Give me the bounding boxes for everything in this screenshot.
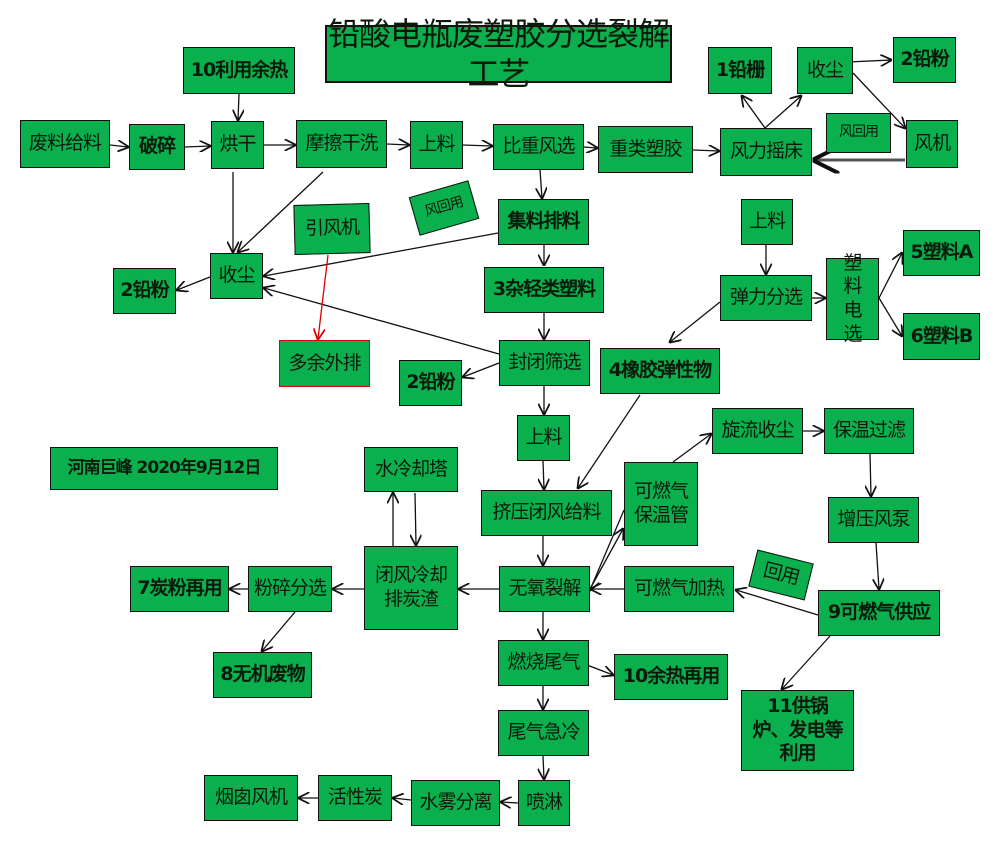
node-lead-powder-mid: 2铅粉 xyxy=(399,360,462,406)
node-load3: 上料 xyxy=(517,415,570,461)
flow-arrow xyxy=(878,253,902,299)
node-air-reuse-tr: 风回用 xyxy=(826,113,891,153)
node-lead-powder-tr: 2铅粉 xyxy=(893,37,956,83)
flow-arrow xyxy=(878,297,902,336)
flow-arrow xyxy=(415,492,416,545)
node-plastic-a-5: 5塑料A xyxy=(903,230,980,276)
node-feed: 废料给料 xyxy=(20,120,110,168)
node-booster-pump: 增压风泵 xyxy=(828,497,919,543)
flow-arrow xyxy=(393,798,412,800)
node-gas-pipe: 可燃气保温管 xyxy=(624,462,698,546)
node-dust-tr: 收尘 xyxy=(797,47,853,94)
flow-arrow xyxy=(184,146,210,147)
node-heat-reuse-10: 10余热再用 xyxy=(614,654,728,700)
flow-arrow xyxy=(583,147,597,148)
flow-arrow xyxy=(578,394,641,488)
flow-arrow xyxy=(540,169,542,198)
flow-arrow xyxy=(463,362,500,377)
node-electro-sort: 塑料电选 xyxy=(826,252,879,345)
flow-arrow xyxy=(543,755,544,779)
node-inorganic-8: 8无机废物 xyxy=(213,652,312,698)
flow-arrow xyxy=(264,288,500,355)
node-lead-grid-1: 1铅栅 xyxy=(708,47,772,94)
node-cooling-tower: 水冷却塔 xyxy=(364,447,458,492)
flow-arrow xyxy=(847,60,891,62)
node-cool-discharge: 闭风冷却排炭渣 xyxy=(364,546,458,630)
node-load2: 上料 xyxy=(741,199,793,245)
node-chimney-fan: 烟囱风机 xyxy=(204,775,298,821)
node-light-plastic-3: 3杂轻类塑料 xyxy=(484,267,604,313)
flow-arrow xyxy=(736,590,819,616)
node-cyclone-dust: 旋流收尘 xyxy=(712,408,803,454)
node-boiler-11: 11供锅炉、发电等利用 xyxy=(741,690,854,771)
node-mist-sep: 水雾分离 xyxy=(411,780,500,826)
node-heavy-plastic: 重类塑胶 xyxy=(598,126,693,173)
node-gas-supply-9: 9可燃气供应 xyxy=(818,590,940,636)
flow-arrow xyxy=(318,254,329,339)
page-title: 铅酸电瓶废塑胶分选裂解工艺 xyxy=(325,15,672,93)
node-carbon-reuse-7: 7炭粉再用 xyxy=(130,566,229,612)
node-burn-exhaust: 燃烧尾气 xyxy=(498,640,589,686)
flow-arrow xyxy=(262,611,296,651)
node-collect-discharge: 集料排料 xyxy=(498,199,589,245)
flow-arrow xyxy=(264,232,499,276)
flow-arrow xyxy=(238,93,239,120)
node-load1: 上料 xyxy=(410,121,463,169)
flow-arrow xyxy=(177,276,211,290)
node-induced-fan: 引风机 xyxy=(293,203,371,255)
flow-arrow xyxy=(876,542,879,589)
flow-arrow xyxy=(782,635,831,689)
node-rubber-4: 4橡胶弹性物 xyxy=(600,348,720,394)
node-heat-filter: 保温过滤 xyxy=(824,408,914,454)
flow-arrow xyxy=(386,144,409,145)
node-elastic-sort: 弹力分选 xyxy=(720,275,812,321)
node-reuse-heat-10: 10利用余热 xyxy=(183,47,295,94)
node-lead-powder-left: 2铅粉 xyxy=(113,268,176,314)
flow-arrow xyxy=(692,150,719,151)
node-dust-left: 收尘 xyxy=(210,253,263,299)
flow-arrow xyxy=(109,145,128,147)
node-activated-carbon: 活性炭 xyxy=(318,775,392,821)
flow-arrow xyxy=(590,509,625,590)
flow-arrow xyxy=(852,72,905,128)
node-spray: 喷淋 xyxy=(518,780,570,826)
node-quench: 尾气急冷 xyxy=(498,710,589,756)
node-friction-wash: 摩擦干洗 xyxy=(296,120,387,168)
author-date-label: 河南巨峰 2020年9月12日 xyxy=(50,447,278,490)
node-closed-screen: 封闭筛选 xyxy=(499,340,590,386)
flow-arrow xyxy=(238,171,324,252)
flow-arrow xyxy=(670,301,721,342)
node-fan: 风机 xyxy=(906,120,958,168)
flow-arrow xyxy=(672,434,711,463)
flow-arrow xyxy=(870,453,871,496)
flow-arrow xyxy=(586,664,613,675)
node-excess-exhaust: 多余外排 xyxy=(279,340,370,387)
node-gas-heat: 可燃气加热 xyxy=(624,566,734,612)
node-dry: 烘干 xyxy=(211,121,264,169)
node-pyrolysis: 无氧裂解 xyxy=(499,566,590,612)
node-crush: 破碎 xyxy=(129,124,185,170)
flow-arrow xyxy=(462,145,492,146)
flow-arrow xyxy=(543,460,544,489)
flow-arrow xyxy=(764,96,801,129)
flow-arrow xyxy=(742,96,766,129)
node-gravity-sort: 比重风选 xyxy=(493,124,584,170)
flow-arrow xyxy=(501,802,519,803)
node-extrude-feed: 挤压闭风给料 xyxy=(481,490,612,536)
node-air-table: 风力摇床 xyxy=(720,128,812,176)
node-plastic-b-6: 6塑料B xyxy=(903,313,980,360)
node-crush-sort: 粉碎分选 xyxy=(248,566,332,612)
